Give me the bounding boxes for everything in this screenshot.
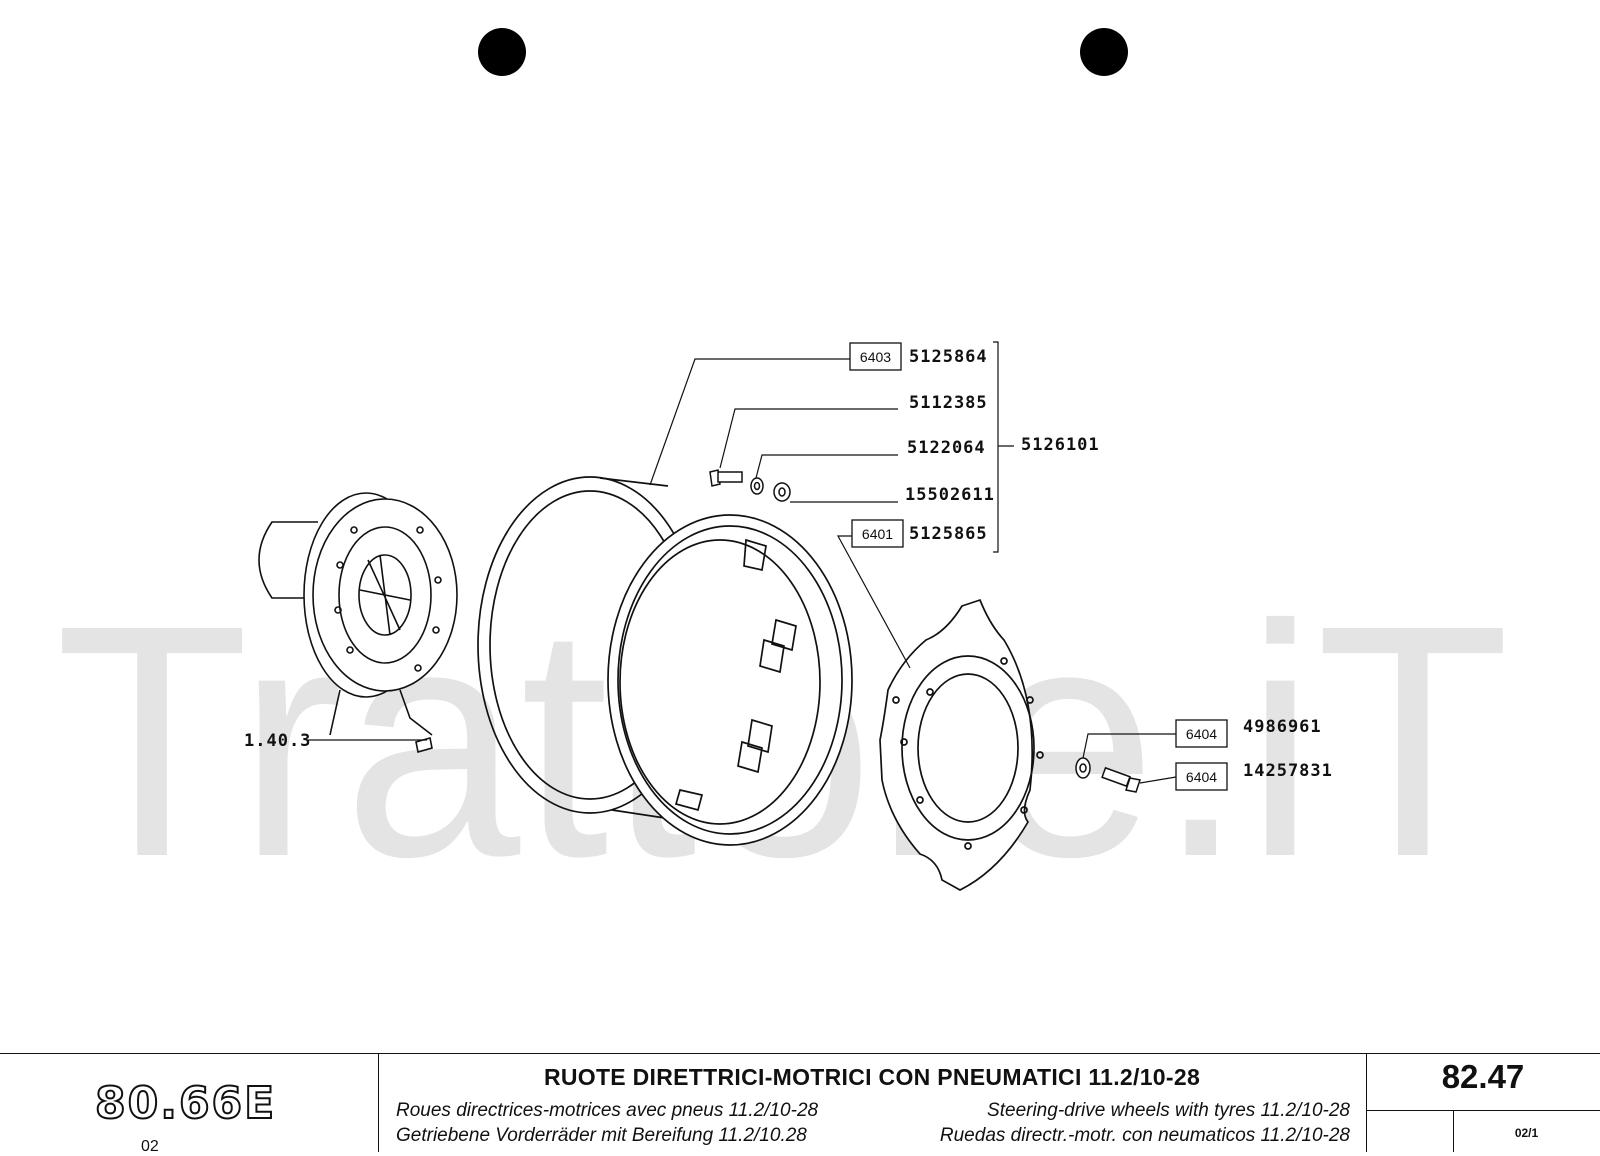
ref-box-6403 [849, 342, 902, 371]
part-number-4986961: 4986961 [1243, 717, 1322, 737]
model-cell: 80.66E 02 [0, 1054, 379, 1155]
title-de: Getriebene Vorderräder mit Bereifung 11.… [396, 1125, 807, 1146]
title-block: 80.66E 02 RUOTE DIRETTRICI-MOTRICI CON P… [0, 1053, 1600, 1155]
punch-hole-left [478, 28, 526, 76]
page-cell: 82.47 02/1 [1366, 1054, 1600, 1152]
ref-box-6401 [851, 519, 904, 548]
leader-lines [308, 341, 1177, 784]
hub-reference: 1.40.3 [244, 731, 311, 751]
part-number-5125864: 5125864 [909, 347, 988, 367]
part-number-5112385: 5112385 [909, 393, 988, 413]
main-title: RUOTE DIRETTRICI-MOTRICI CON PNEUMATICI … [543, 1064, 1201, 1090]
punch-hole-right [1080, 28, 1128, 76]
ref-box-6404-b [1175, 762, 1228, 791]
sheet-number: 02/1 [1514, 1126, 1539, 1140]
part-number-15502611: 15502611 [905, 485, 995, 505]
ref-6401: 6401 [862, 526, 893, 542]
ref-6404-a: 6404 [1186, 726, 1217, 742]
part-number-5125865: 5125865 [909, 524, 988, 544]
part-number-5122064: 5122064 [907, 438, 986, 458]
part-number-14257831: 14257831 [1243, 761, 1333, 781]
model-sub: 02 [141, 1138, 159, 1155]
assembly-number-5126101: 5126101 [1021, 435, 1100, 455]
ref-6403: 6403 [860, 349, 891, 365]
page-divider [1366, 1110, 1600, 1111]
ref-box-6404-a [1175, 719, 1228, 748]
title-en: Steering-drive wheels with tyres 11.2/10… [987, 1100, 1350, 1121]
fasteners [709, 469, 1141, 793]
wheel-rim [477, 476, 853, 846]
sheet-divider [1453, 1110, 1454, 1152]
title-fr: Roues directrices-motrices avec pneus 11… [396, 1100, 819, 1121]
model-number: 80.66E [94, 1077, 277, 1130]
wheel-disc [879, 598, 1044, 891]
title-es: Ruedas directr.-motr. con neumaticos 11.… [939, 1125, 1350, 1146]
page-number: 82.47 [1441, 1058, 1525, 1095]
description-cell: RUOTE DIRETTRICI-MOTRICI CON PNEUMATICI … [378, 1054, 1367, 1152]
wheel-hub [258, 492, 458, 754]
ref-6404-b: 6404 [1186, 769, 1217, 785]
